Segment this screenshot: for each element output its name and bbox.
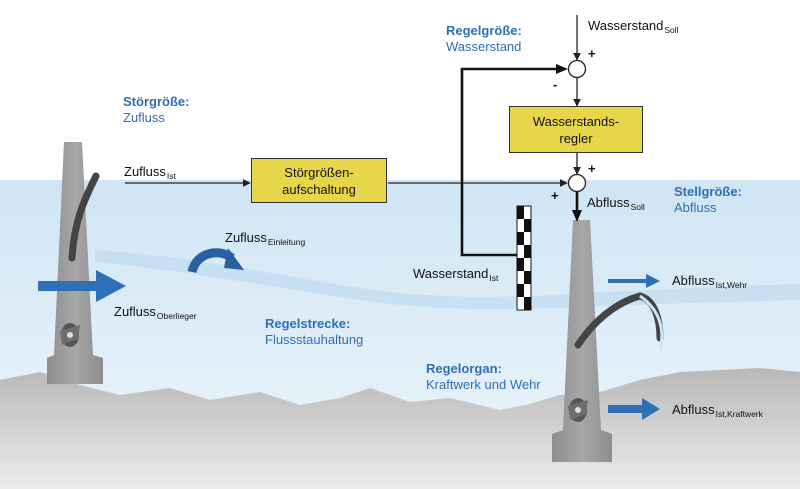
disturbance-value: Zufluss bbox=[123, 110, 165, 125]
summing-junction-1 bbox=[567, 59, 587, 79]
sum2-plus-sign-left: + bbox=[551, 188, 559, 203]
feedforward-line1: Störgrößen- bbox=[284, 164, 354, 180]
turbine-icon bbox=[568, 398, 588, 422]
inflow-ist-label: ZuflussIst bbox=[124, 164, 176, 181]
actuator-value: Kraftwerk und Wehr bbox=[426, 377, 541, 392]
inflow-introduction-label: ZuflussEinleitung bbox=[225, 230, 306, 247]
sum1-minus-sign: - bbox=[553, 77, 558, 92]
turbine-icon bbox=[60, 323, 80, 347]
manipulated-value: Abfluss bbox=[674, 200, 717, 215]
sum2-plus-sign-top: + bbox=[588, 161, 596, 176]
feedforward-block: Störgrößen- aufschaltung bbox=[251, 158, 387, 203]
disturbance-label: Störgröße: Zufluss bbox=[123, 94, 189, 126]
plant-label: Regelstrecke: Flussstauhaltung bbox=[265, 316, 363, 348]
setpoint-label: WasserstandSoll bbox=[588, 18, 679, 35]
controller-line2: regler bbox=[559, 130, 593, 146]
feedforward-line2: aufschaltung bbox=[282, 181, 356, 197]
summing-junction-2 bbox=[567, 173, 587, 193]
water-surface bbox=[95, 250, 800, 310]
upstream-powerplant bbox=[47, 142, 103, 384]
outflow-weir-arrow bbox=[608, 274, 660, 288]
controlled-title: Regelgröße: bbox=[446, 23, 522, 38]
controlled-variable-label: Regelgröße: Wasserstand bbox=[446, 23, 522, 55]
outflow-plant-label: AbflussIst,Kraftwerk bbox=[672, 402, 763, 419]
inflow-upstream-arrow bbox=[38, 270, 126, 302]
feedback-line bbox=[460, 67, 560, 257]
level-controller-block: Wasserstands- regler bbox=[509, 106, 643, 153]
disturbance-title: Störgröße: bbox=[123, 94, 190, 109]
plant-value: Flussstauhaltung bbox=[265, 332, 364, 347]
inflow-introduction-arrow bbox=[187, 248, 244, 274]
actuator-title: Regelorgan: bbox=[426, 361, 502, 376]
outflow-plant-arrow bbox=[608, 398, 660, 420]
signal-lines bbox=[125, 15, 581, 187]
controller-line1: Wasserstands- bbox=[532, 113, 620, 129]
weir-powerplant bbox=[552, 220, 664, 462]
outflow-soll-label: AbflussSoll bbox=[587, 195, 645, 212]
sum1-plus-sign: + bbox=[588, 46, 596, 61]
outflow-weir-label: AbflussIst,Wehr bbox=[672, 273, 748, 290]
manipulated-title: Stellgröße: bbox=[674, 184, 742, 199]
controlled-value: Wasserstand bbox=[446, 39, 522, 54]
plant-title: Regelstrecke: bbox=[265, 316, 351, 331]
actuator-label: Regelorgan: Kraftwerk und Wehr bbox=[426, 361, 541, 393]
level-ist-label: WasserstandIst bbox=[413, 266, 499, 283]
level-gauge bbox=[516, 205, 532, 311]
manipulated-variable-label: Stellgröße: Abfluss bbox=[674, 184, 742, 216]
inflow-upstream-label: ZuflussOberlieger bbox=[114, 304, 197, 321]
